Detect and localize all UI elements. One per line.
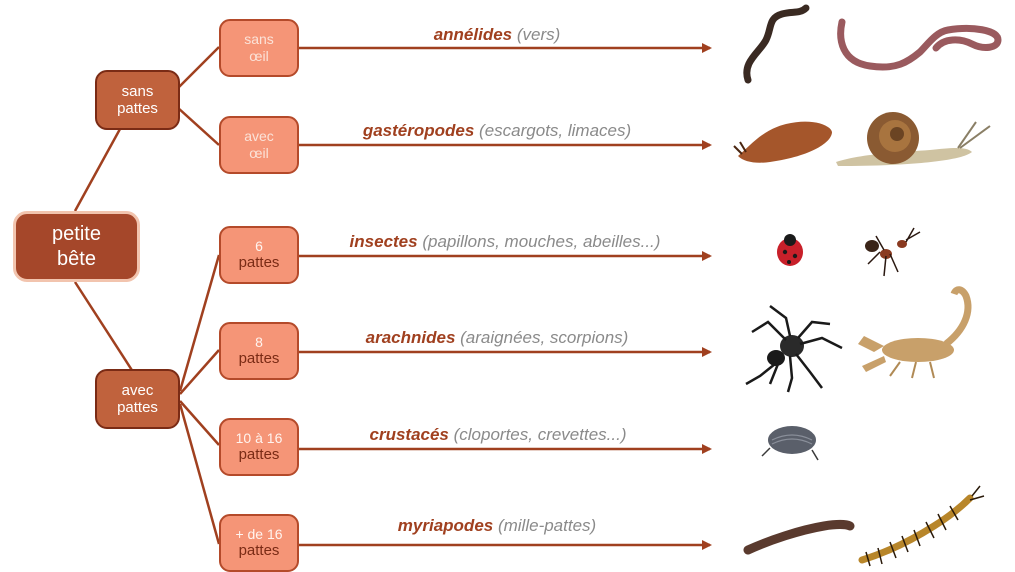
leaf-6-pattes: 6 pattes [219,226,299,284]
class-name: crustacés [369,425,448,444]
label-crustaces: crustacés (cloportes, crevettes...) [369,425,626,445]
group-sans-pattes: sans pattes [95,70,180,130]
leaf-line2: œil [249,48,268,65]
class-name: annélides [434,25,512,44]
class-name: myriapodes [398,516,493,535]
leaf-sans-oeil: sans œil [219,19,299,77]
branch-avec-oeil [177,107,219,145]
class-examples: (papillons, mouches, abeilles...) [418,232,661,251]
earthworm-short-picture [747,8,806,80]
group-sans-line2: pattes [117,100,158,117]
centipede-picture [862,486,984,566]
label-gasteropodes: gastéropodes (escargots, limaces) [363,121,631,141]
branch-16plus [180,404,219,544]
class-name: arachnides [366,328,456,347]
leaf-line1: 8 [255,334,263,351]
millipede-picture [748,525,850,551]
leaf-10-16-pattes: 10 à 16 pattes [219,418,299,476]
snail-picture [836,112,990,166]
class-examples: (mille-pattes) [493,516,596,535]
root-line2: bête [57,247,96,272]
branch-root-avec [75,282,137,378]
class-examples: (vers) [512,25,560,44]
leaf-16plus-pattes: + de 16 pattes [219,514,299,572]
leaf-line2: pattes [239,542,280,560]
group-avec-pattes: avec pattes [95,369,180,429]
leaf-line2: pattes [239,254,280,272]
group-avec-line1: avec [122,382,154,399]
class-name: insectes [350,232,418,251]
leaf-line2: pattes [239,446,280,464]
group-sans-line1: sans [122,83,154,100]
slug-picture [734,122,832,163]
class-examples: (escargots, limaces) [474,121,631,140]
label-arachnides: arachnides (araignées, scorpions) [366,328,629,348]
leaf-line1: + de 16 [235,526,282,543]
leaf-line1: avec [244,128,274,145]
ladybug-picture [777,234,803,266]
spider-picture [746,306,842,392]
leaf-line1: sans [244,31,274,48]
class-examples: (araignées, scorpions) [455,328,628,347]
leaf-line2: pattes [239,350,280,368]
leaf-line1: 10 à 16 [236,430,283,447]
root-line1: petite [52,222,101,247]
branch-sans-oeil [177,47,219,89]
scorpion-picture [858,290,968,378]
class-name: gastéropodes [363,121,474,140]
ant-picture [865,228,920,276]
earthworm-long-picture [841,22,998,67]
label-myriapodes: myriapodes (mille-pattes) [398,516,596,536]
leaf-avec-oeil: avec œil [219,116,299,174]
group-avec-line2: pattes [117,399,158,416]
leaf-line2: œil [249,145,268,162]
class-examples: (cloportes, crevettes...) [449,425,627,444]
label-insectes: insectes (papillons, mouches, abeilles..… [350,232,661,252]
root-node-petite-bete: petite bête [13,211,140,282]
leaf-line1: 6 [255,238,263,255]
label-annelides: annélides (vers) [434,25,561,45]
leaf-8-pattes: 8 pattes [219,322,299,380]
woodlouse-picture [762,426,818,460]
